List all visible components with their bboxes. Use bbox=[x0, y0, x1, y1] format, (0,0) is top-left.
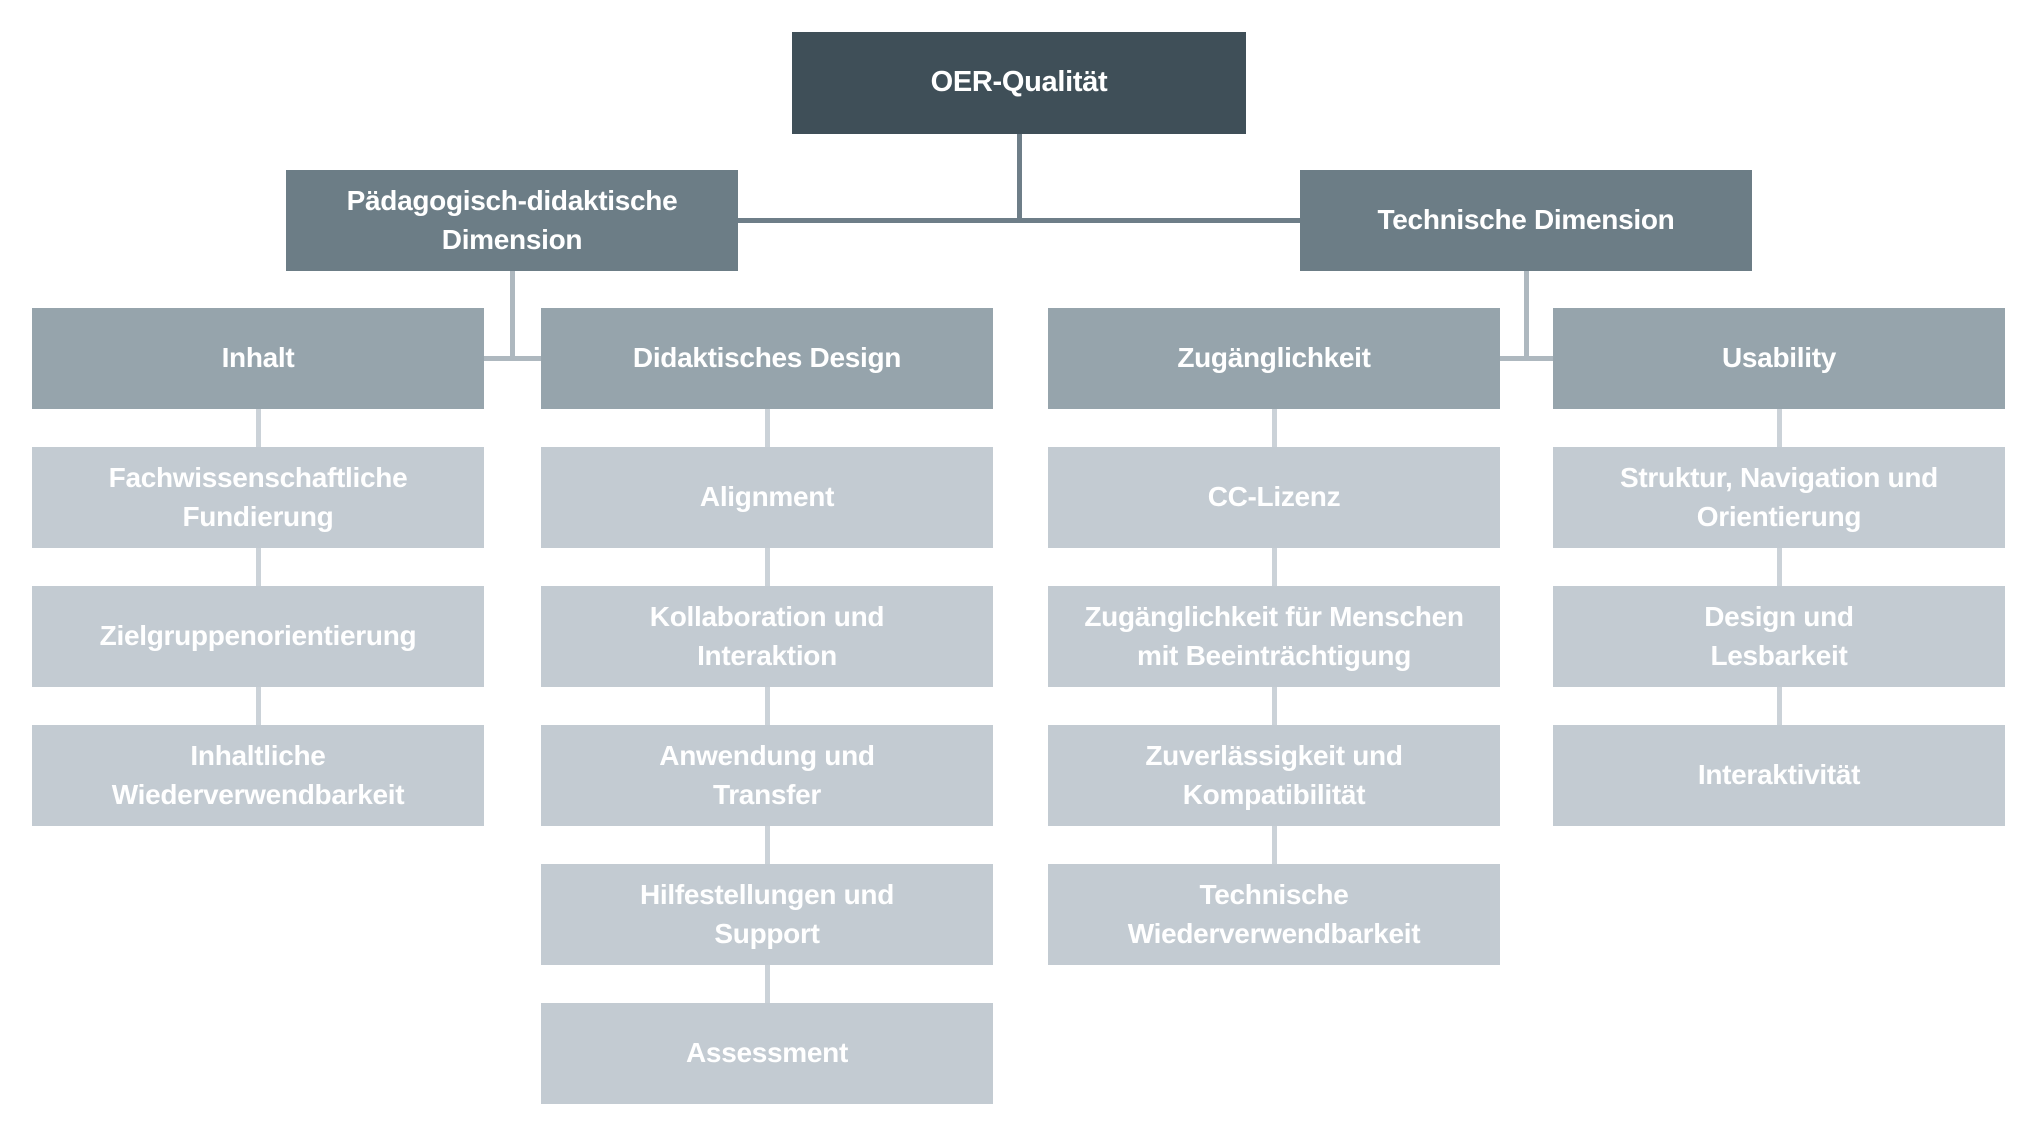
item-node-technische-wiederverwendbarkeit: Technische Wiederverwendbarkeit bbox=[1048, 864, 1500, 965]
connector-zugaenglichkeit-0 bbox=[1272, 409, 1277, 447]
connector-didaktik-3 bbox=[765, 826, 770, 864]
connector-technische-vertical bbox=[1524, 271, 1529, 361]
connector-usability-0 bbox=[1777, 409, 1782, 447]
connector-trunk-horizontal bbox=[738, 218, 1300, 223]
item-node-hilfestellungen-und-support: Hilfestellungen und Support bbox=[541, 864, 993, 965]
item-node-design-und-lesbarkeit: Design und Lesbarkeit bbox=[1553, 586, 2005, 687]
connector-zugaenglichkeit-1 bbox=[1272, 548, 1277, 586]
item-node-fachwissenschaftliche-fundierung: Fachwissenschaftliche Fundierung bbox=[32, 447, 484, 548]
connector-zugaenglichkeit-3 bbox=[1272, 826, 1277, 864]
item-node-interaktivitaet: Interaktivität bbox=[1553, 725, 2005, 826]
root-node-oer-qualitaet: OER-Qualität bbox=[792, 32, 1246, 134]
connector-usability-1 bbox=[1777, 548, 1782, 586]
connector-didaktik-0 bbox=[765, 409, 770, 447]
item-node-anwendung-und-transfer: Anwendung und Transfer bbox=[541, 725, 993, 826]
connector-inhalt-0 bbox=[256, 409, 261, 447]
item-node-zielgruppenorientierung: Zielgruppenorientierung bbox=[32, 586, 484, 687]
connector-didaktik-4 bbox=[765, 965, 770, 1003]
connector-technische-stub bbox=[1500, 356, 1553, 361]
connector-usability-2 bbox=[1777, 687, 1782, 725]
connector-zugaenglichkeit-2 bbox=[1272, 687, 1277, 725]
item-node-zuverlaessigkeit-kompatibilitaet: Zuverlässigkeit und Kompatibilität bbox=[1048, 725, 1500, 826]
connector-didaktik-1 bbox=[765, 548, 770, 586]
category-node-usability: Usability bbox=[1553, 308, 2005, 409]
connector-inhalt-2 bbox=[256, 687, 261, 725]
connector-didaktik-2 bbox=[765, 687, 770, 725]
item-node-cc-lizenz: CC-Lizenz bbox=[1048, 447, 1500, 548]
item-node-zugaenglichkeit-beeintraechtigung: Zugänglichkeit für Menschen mit Beeinträ… bbox=[1048, 586, 1500, 687]
category-node-inhalt: Inhalt bbox=[32, 308, 484, 409]
connector-root-vertical bbox=[1017, 134, 1022, 223]
connector-paedagogisch-vertical bbox=[510, 271, 515, 361]
category-node-zugaenglichkeit: Zugänglichkeit bbox=[1048, 308, 1500, 409]
connector-inhalt-1 bbox=[256, 548, 261, 586]
item-node-kollaboration-und-interaktion: Kollaboration und Interaktion bbox=[541, 586, 993, 687]
dimension-node-paedagogisch-didaktisch: Pädagogisch-didaktische Dimension bbox=[286, 170, 738, 271]
category-node-didaktisches-design: Didaktisches Design bbox=[541, 308, 993, 409]
dimension-node-technisch: Technische Dimension bbox=[1300, 170, 1752, 271]
connector-paedagogisch-stub bbox=[484, 356, 541, 361]
item-node-inhaltliche-wiederverwendbarkeit: Inhaltliche Wiederverwendbarkeit bbox=[32, 725, 484, 826]
item-node-struktur-navigation-orientierung: Struktur, Navigation und Orientierung bbox=[1553, 447, 2005, 548]
item-node-assessment: Assessment bbox=[541, 1003, 993, 1104]
item-node-alignment: Alignment bbox=[541, 447, 993, 548]
